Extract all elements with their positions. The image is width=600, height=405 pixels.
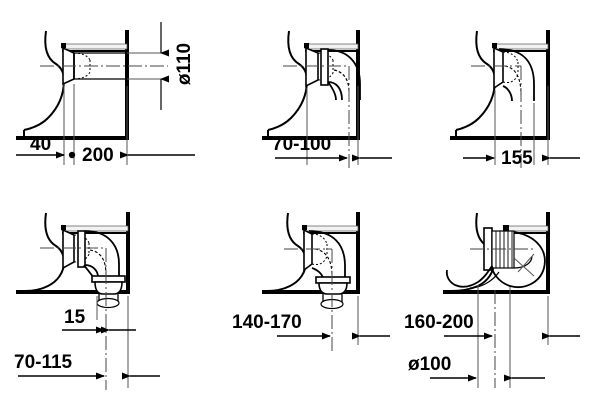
dim-155-label: 155 [501, 148, 533, 169]
dim-140-170: 140-170 [232, 312, 390, 340]
dim-160-200-label: 160-200 [404, 312, 474, 333]
dim-diameter-100-label: ø100 [408, 354, 451, 375]
elbow-inner-arc [314, 248, 333, 277]
pipe-centre-line [284, 248, 333, 352]
wall-bracket-rail [302, 225, 359, 234]
dimension-extension-lines [494, 86, 549, 165]
dim-15-label: 15 [64, 307, 86, 328]
trap-leader-lines [513, 253, 535, 277]
p-trap-inner-line [469, 255, 533, 289]
outlet-connector-flange [493, 46, 519, 90]
dim-diameter-110: ø110 [160, 22, 195, 110]
dim-155: 155 [463, 148, 580, 169]
outlet-connector-flange [62, 228, 90, 270]
dim-40-label: 40 [30, 134, 51, 155]
bend-inner-arc [333, 69, 350, 93]
dim-15: 15 [62, 307, 136, 334]
dim-70-115-label: 70-115 [14, 352, 73, 373]
pipe-centre-line [471, 65, 522, 168]
dim-diameter-110-label: ø110 [174, 43, 195, 85]
pipe-centre-line [283, 65, 350, 168]
pipe-centre-line [470, 248, 534, 388]
outlet-bend-pipe [327, 49, 361, 101]
dim-40: 40 [16, 134, 65, 159]
dim-70-115: 70-115 [14, 352, 160, 380]
panel-4-floor-outlet-elbow: 15 70-115 [14, 212, 160, 390]
dim-70-100-label: 70-100 [272, 134, 331, 155]
p-trap-pipe [445, 231, 546, 288]
panel-2-vertical-outlet-bend: 70-100 [262, 30, 392, 168]
dim-140-170-label: 140-170 [232, 312, 302, 333]
dimension-extension-lines [306, 86, 359, 165]
dim-70-100: 70-100 [272, 134, 392, 162]
dimension-extension-lines [96, 296, 129, 388]
outlet-bend-pipe [498, 48, 535, 102]
panel-6-p-trap-outlet: 160-200 ø100 [404, 212, 580, 388]
outlet-elbow-pipe [83, 230, 120, 278]
dim-200: 200 [68, 145, 195, 166]
wall-bracket-rail [61, 43, 128, 52]
outlet-connector-flange [305, 46, 334, 88]
dim-160-200: 160-200 [404, 312, 580, 340]
outlet-elbow-pipe [308, 230, 346, 279]
pipe-centre-line [40, 247, 107, 390]
panel-1-horizontal-outlet: ø110 40 200 [16, 22, 195, 166]
panel-5-floor-outlet-elbow-offset: 140-170 [232, 212, 390, 352]
bend-inner-arc [504, 65, 522, 96]
wall-bracket-rail [61, 225, 129, 234]
elbow-inner-arc [89, 249, 107, 276]
horizontal-outlet-pipe [74, 52, 127, 80]
dim-diameter-100: ø100 [408, 354, 545, 382]
dim-200-label: 200 [82, 145, 114, 166]
dim-origin-dot [68, 151, 76, 159]
outlet-connector-flange [303, 228, 328, 272]
panel-3-vertical-outlet-compact: 155 [450, 30, 580, 169]
